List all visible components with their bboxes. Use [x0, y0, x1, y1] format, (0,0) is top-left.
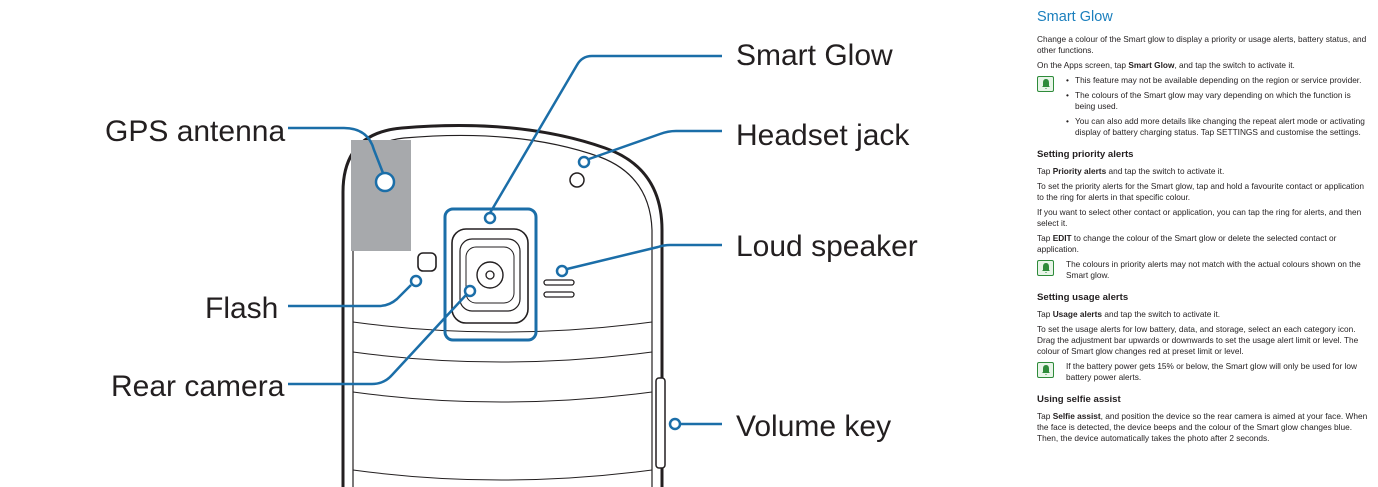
label-loud-speaker: Loud speaker: [736, 230, 918, 263]
note-item: The colours of the Smart glow may vary d…: [1066, 90, 1372, 112]
priority-edit: Tap EDIT to change the colour of the Sma…: [1037, 233, 1337, 254]
section-usage-alerts: Setting usage alerts Tap Usage alerts an…: [1037, 292, 1372, 383]
volume-key: [655, 377, 666, 469]
priority-paragraph: If you want to select other contact or a…: [1037, 207, 1362, 228]
label-gps-antenna: GPS antenna: [105, 115, 285, 148]
note-block: If the battery power gets 15% or below, …: [1037, 361, 1372, 383]
selfie-paragraph: Tap Selfie assist, and position the devi…: [1037, 411, 1368, 443]
label-headset-jack: Headset jack: [736, 119, 910, 152]
volume-key-dot: [668, 417, 682, 431]
smart-glow-dot: [483, 211, 497, 225]
note-text: If the battery power gets 15% or below, …: [1066, 361, 1357, 382]
manual-text-column: Smart Glow Change a colour of the Smart …: [1037, 8, 1372, 448]
note-block: The colours in priority alerts may not m…: [1037, 259, 1372, 281]
priority-tap: Tap Priority alerts and tap the switch t…: [1037, 166, 1225, 176]
section-title: Smart Glow: [1037, 9, 1113, 25]
rear-camera-dot: [463, 284, 477, 298]
intro-paragraph: Change a colour of the Smart glow to dis…: [1037, 34, 1367, 55]
gps-antenna-area: [351, 140, 411, 251]
leader-flash: [288, 284, 412, 308]
gps-antenna-dot: [374, 171, 396, 193]
smart-glow-ring: [443, 207, 538, 342]
priority-paragraph: To set the priority alerts for the Smart…: [1037, 181, 1364, 202]
leader-loud-speaker: [566, 243, 722, 271]
leader-gps-antenna: [288, 126, 385, 174]
headset-jack-dot: [577, 155, 591, 169]
bell-note-icon: [1037, 260, 1054, 276]
section-selfie-assist: Using selfie assist Tap Selfie assist, a…: [1037, 394, 1372, 444]
note-text: The colours in priority alerts may not m…: [1066, 259, 1361, 280]
camera-housing: [451, 228, 529, 324]
bell-note-icon: [1037, 362, 1054, 378]
heading-priority-alerts: Setting priority alerts: [1037, 149, 1134, 160]
note-item: This feature may not be available depend…: [1066, 75, 1372, 86]
panel-seam: [352, 351, 653, 363]
camera-lens: [476, 261, 504, 289]
note-list: This feature may not be available depend…: [1066, 75, 1372, 138]
label-smart-glow: Smart Glow: [736, 39, 893, 72]
camera-lens-center: [485, 270, 495, 280]
usage-paragraph: To set the usage alerts for low battery,…: [1037, 324, 1359, 356]
loud-speaker-dot: [555, 264, 569, 278]
heading-usage-alerts: Setting usage alerts: [1037, 292, 1129, 303]
label-rear-camera: Rear camera: [111, 370, 285, 403]
usage-tap: Tap Usage alerts and tap the switch to a…: [1037, 309, 1221, 319]
leader-smart-glow: [488, 54, 722, 214]
panel-seam: [352, 391, 653, 403]
camera-bezel-inner: [465, 246, 515, 304]
headset-jack-port: [569, 172, 585, 188]
speaker-slot: [543, 279, 575, 286]
label-volume-key: Volume key: [736, 410, 891, 443]
heading-selfie-assist: Using selfie assist: [1037, 394, 1121, 405]
note-block: This feature may not be available depend…: [1037, 75, 1372, 138]
label-flash: Flash: [205, 292, 278, 325]
device-back-diagram: Smart Glow GPS antenna Headset jack Loud…: [105, 39, 918, 487]
leader-rear-camera: [288, 294, 467, 386]
flash-dot: [409, 274, 423, 288]
note-item: You can also add more details like chang…: [1066, 116, 1372, 138]
leader-headset-jack: [588, 129, 722, 161]
panel-seam: [352, 469, 653, 481]
panel-seam: [352, 321, 653, 333]
apps-instruction: On the Apps screen, tap Smart Glow, and …: [1037, 60, 1295, 70]
camera-bezel: [459, 238, 521, 312]
speaker-slot: [543, 291, 575, 298]
bell-note-icon: [1037, 76, 1054, 92]
flash-lamp: [417, 252, 437, 272]
section-priority-alerts: Setting priority alerts Tap Priority ale…: [1037, 149, 1372, 281]
